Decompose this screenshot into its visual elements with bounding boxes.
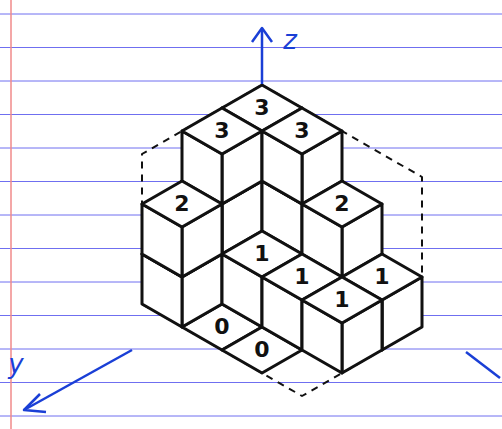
ruled-line <box>0 81 502 82</box>
height-number: 1 <box>334 289 349 311</box>
cube-face <box>182 108 262 154</box>
x-axis <box>466 352 500 378</box>
height-number: 2 <box>174 193 189 215</box>
height-number: 0 <box>214 316 229 338</box>
y-arrowhead <box>24 394 46 412</box>
cube-face <box>302 181 382 227</box>
height-number: 1 <box>254 243 269 265</box>
height-number: 2 <box>334 193 349 215</box>
ruled-line <box>0 14 502 15</box>
axis-label: z <box>283 27 297 53</box>
ruled-line <box>0 47 502 48</box>
height-number: 1 <box>294 266 309 288</box>
ruled-line <box>0 416 502 417</box>
cube-face <box>302 277 382 323</box>
cube-face <box>142 181 222 227</box>
height-number: 3 <box>214 120 229 142</box>
axis-label: y <box>8 351 23 377</box>
bounding-box <box>142 85 422 396</box>
cube-face <box>262 108 342 154</box>
height-number: 3 <box>294 120 309 142</box>
z-arrowhead <box>252 28 272 42</box>
z-axis <box>261 30 264 84</box>
height-number: 1 <box>374 266 389 288</box>
height-number: 0 <box>254 339 269 361</box>
height-number: 3 <box>254 97 269 119</box>
y-axis <box>24 350 132 410</box>
